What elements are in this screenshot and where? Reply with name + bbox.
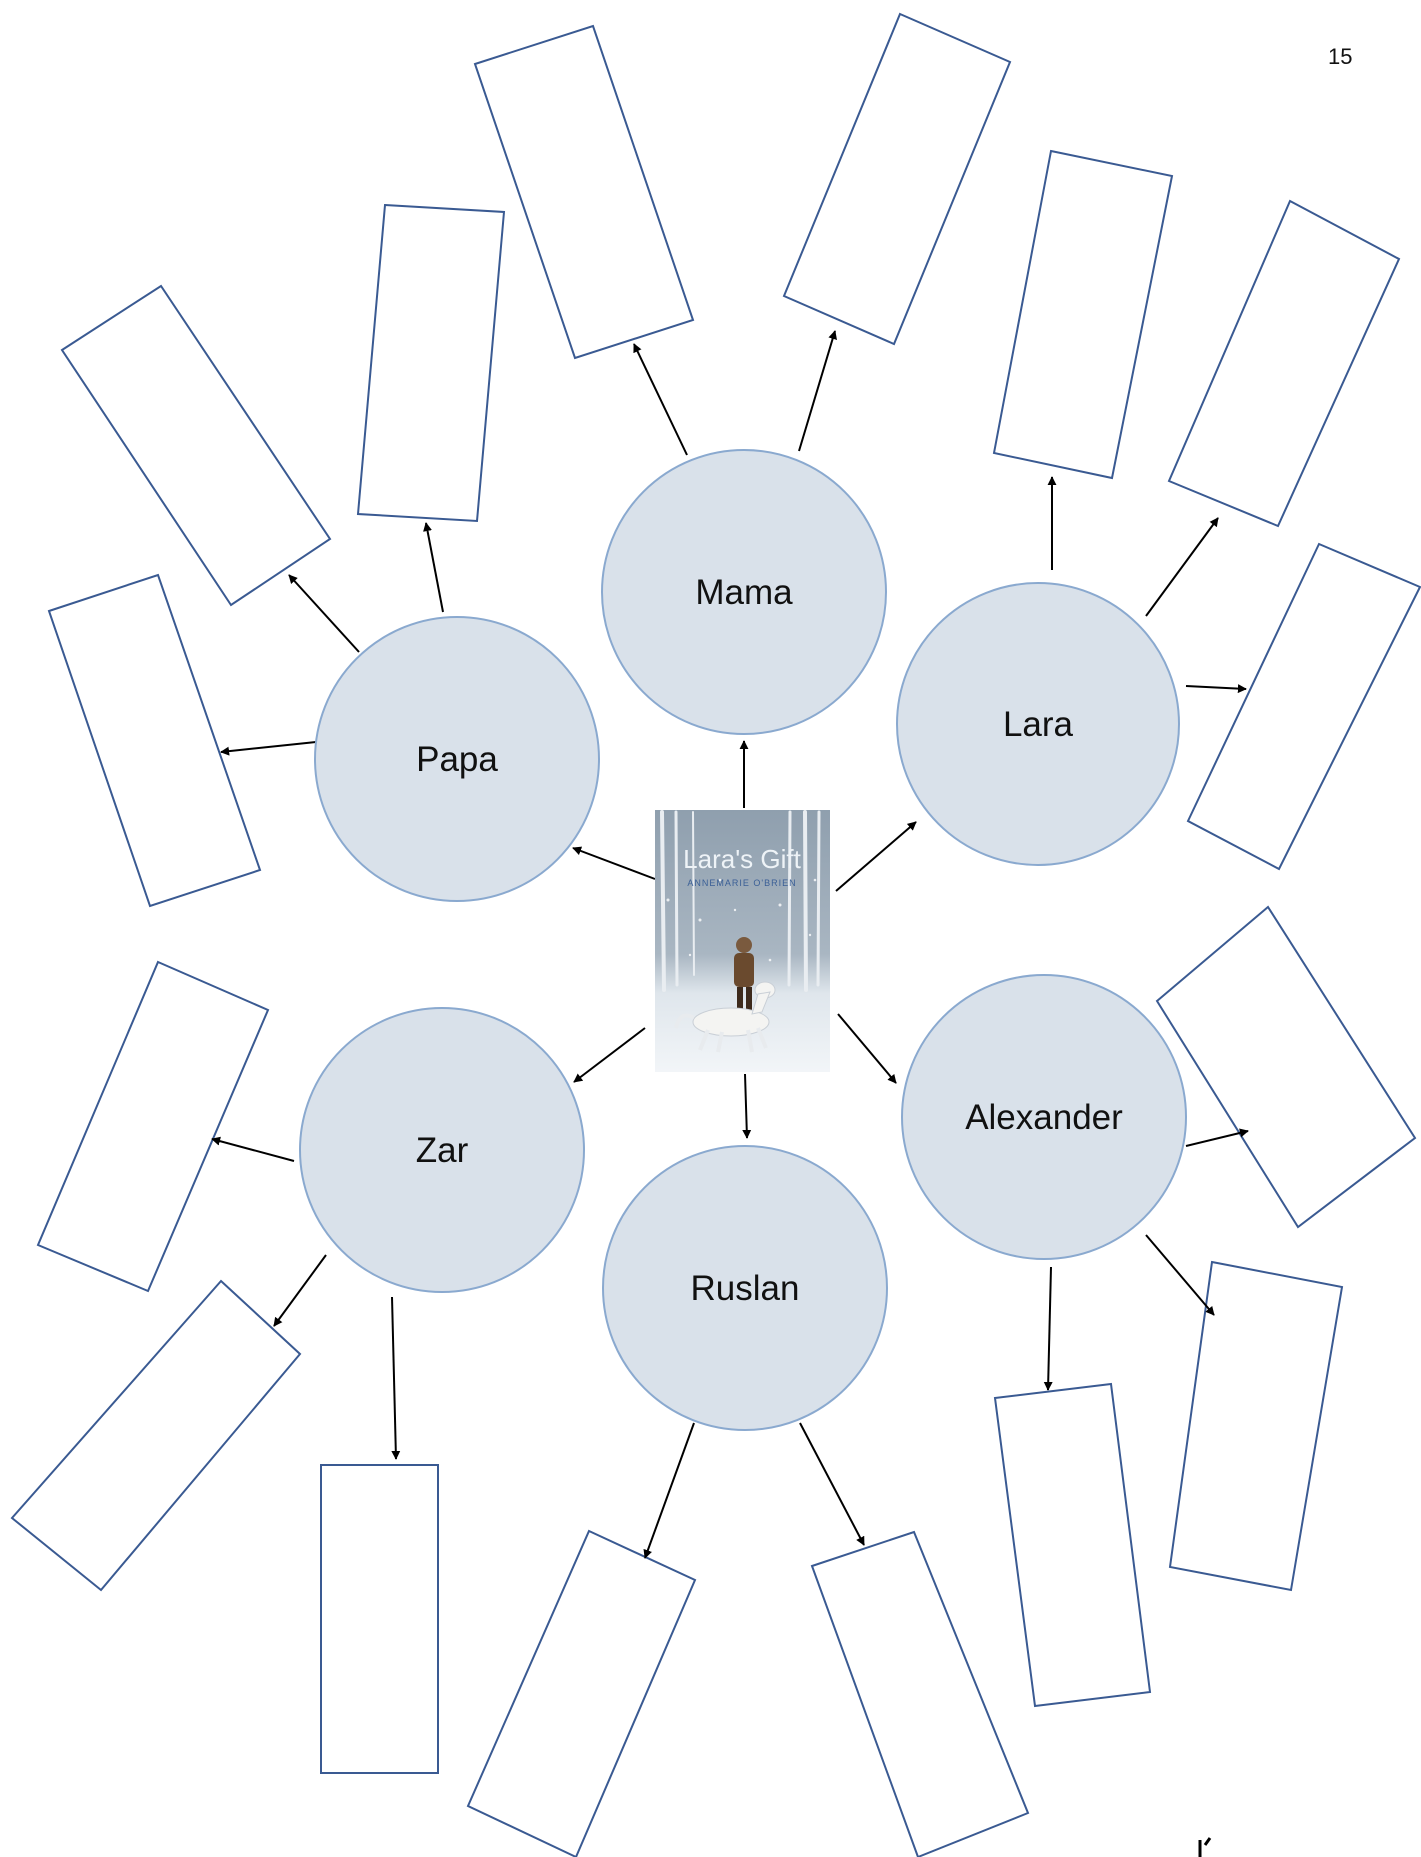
arrow: [1145, 517, 1219, 617]
arrow: [799, 1422, 865, 1546]
answer-box[interactable]: [473, 24, 695, 360]
arrow: [572, 846, 656, 880]
answer-box[interactable]: [1168, 1260, 1344, 1592]
book-author: ANNEMARIE O'BRIEN: [687, 878, 796, 888]
arrow: [835, 821, 917, 892]
answer-box[interactable]: [466, 1529, 697, 1857]
arrow: [391, 1296, 401, 1460]
arrows: [211, 330, 1249, 1559]
page-number: 15: [1328, 44, 1353, 69]
book-title: Lara's Gift: [683, 844, 801, 874]
answer-box[interactable]: [992, 149, 1174, 480]
arrow: [1185, 1128, 1249, 1147]
answer-box[interactable]: [1186, 542, 1421, 871]
answer-box[interactable]: [1167, 199, 1401, 528]
character-label-lara: Lara: [1003, 705, 1074, 744]
answer-box[interactable]: [356, 203, 506, 523]
arrow: [423, 522, 444, 613]
answer-box[interactable]: [36, 960, 270, 1293]
answer-box[interactable]: [993, 1382, 1152, 1708]
arrow: [837, 1013, 897, 1084]
character-node-papa: [314, 616, 600, 902]
arrow: [1043, 1266, 1053, 1391]
arrow: [798, 330, 837, 452]
arrow: [288, 574, 360, 653]
arrow: [220, 741, 317, 756]
character-label-alexander: Alexander: [965, 1098, 1123, 1137]
character-node-ruslan: [602, 1145, 888, 1431]
answer-box[interactable]: [10, 1279, 302, 1592]
corner-mark: [1198, 1837, 1212, 1857]
character-node-mama: [601, 449, 887, 735]
book-cover: Lara's Gift ANNEMARIE O'BRIEN: [655, 810, 830, 1072]
character-node-zar: [299, 1007, 585, 1293]
snowflakes: [666, 878, 817, 962]
birch-trees: [660, 810, 821, 992]
character-nodes: Mama Lara Papa Zar Ruslan Alexander: [299, 449, 1187, 1431]
character-node-lara: [896, 582, 1180, 866]
character-node-alexander: [901, 974, 1187, 1260]
character-label-papa: Papa: [416, 740, 498, 779]
character-label-ruslan: Ruslan: [691, 1269, 800, 1308]
arrow: [211, 1136, 295, 1162]
arrow: [1145, 1234, 1215, 1316]
answer-box[interactable]: [47, 573, 262, 908]
answer-boxes: [10, 12, 1421, 1857]
arrow: [742, 1073, 752, 1139]
arrow: [1185, 684, 1247, 694]
answer-box[interactable]: [320, 1464, 439, 1774]
arrow: [573, 1027, 646, 1083]
character-label-mama: Mama: [695, 573, 793, 612]
answer-box[interactable]: [782, 12, 1012, 346]
arrow: [633, 343, 688, 456]
arrow: [273, 1254, 327, 1327]
arrow: [643, 1422, 695, 1559]
dog-figure: [674, 981, 776, 1053]
answer-box[interactable]: [60, 284, 332, 607]
child-figure: [734, 937, 754, 1027]
answer-box[interactable]: [1155, 905, 1417, 1229]
character-label-zar: Zar: [416, 1131, 469, 1170]
answer-box[interactable]: [810, 1530, 1030, 1857]
